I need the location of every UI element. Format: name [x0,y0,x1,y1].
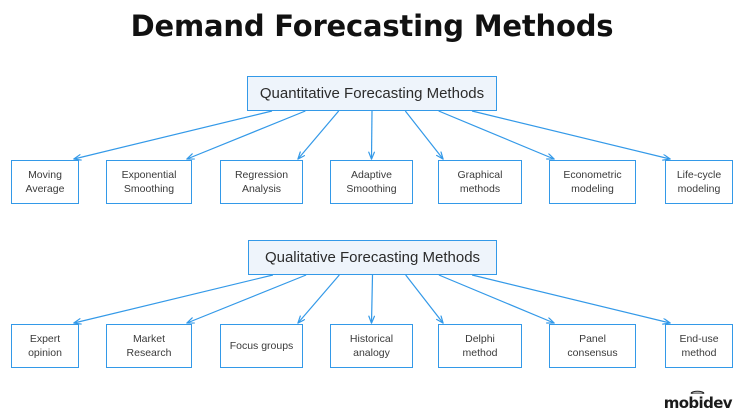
node-quantitative-life-cycle-modeling[interactable]: Life-cycle modeling [665,160,733,204]
edge-layer [74,110,670,323]
node-label: Adaptive Smoothing [346,169,397,195]
edge-qualitative-expert-opinion [74,274,274,323]
edge-quantitative-adaptive-smoothing [372,110,373,159]
edge-quantitative-graphical-methods [404,110,443,159]
node-quantitative-econometric-modeling[interactable]: Econometric modeling [549,160,636,204]
edge-quantitative-regression-analysis [298,110,340,159]
node-qualitative-market-research[interactable]: Market Research [106,324,192,368]
logo-wordmark: mobidev [663,394,733,412]
node-qualitative-end-use-method[interactable]: End-use method [665,324,733,368]
node-label: Moving Average [25,169,65,195]
edge-quantitative-moving-average [74,110,273,159]
brand-logo: mobidev [663,390,733,412]
node-label: Focus groups [229,340,294,352]
node-label: Market Research [126,333,172,359]
node-quantitative-moving-average[interactable]: Moving Average [11,160,79,204]
node-label: Econometric modeling [563,169,622,195]
edge-qualitative-historical-analogy [372,274,373,323]
edge-quantitative-life-cycle-modeling [471,110,670,159]
node-qualitative-focus-groups[interactable]: Focus groups [220,324,303,368]
edge-qualitative-focus-groups [298,274,340,323]
node-label: Exponential Smoothing [121,169,177,195]
page-title: Demand Forecasting Methods [130,9,614,43]
node-label: Life-cycle modeling [676,169,722,195]
node-qualitative-historical-analogy[interactable]: Historical analogy [330,324,413,368]
edge-qualitative-market-research [187,274,307,323]
node-label: Panel consensus [567,333,618,359]
node-quantitative-regression-analysis[interactable]: Regression Analysis [220,160,303,204]
edge-quantitative-econometric-modeling [438,110,554,159]
node-label: Qualitative Forecasting Methods [264,248,481,266]
node-label: End-use method [679,333,719,359]
node-qualitative-root[interactable]: Qualitative Forecasting Methods [248,240,497,275]
node-quantitative-exponential-smoothing[interactable]: Exponential Smoothing [106,160,192,204]
node-qualitative-panel-consensus[interactable]: Panel consensus [549,324,636,368]
node-quantitative-adaptive-smoothing[interactable]: Adaptive Smoothing [330,160,413,204]
node-label: Quantitative Forecasting Methods [259,84,485,102]
node-qualitative-expert-opinion[interactable]: Expert opinion [11,324,79,368]
edge-qualitative-delphi-method [405,274,443,323]
ellipse-swoosh-icon [690,390,706,396]
edge-qualitative-panel-consensus [438,274,554,323]
node-quantitative-graphical-methods[interactable]: Graphical methods [438,160,522,204]
node-qualitative-delphi-method[interactable]: Delphi method [438,324,522,368]
node-label: Expert opinion [28,333,62,359]
edge-quantitative-exponential-smoothing [187,110,306,159]
node-quantitative-root[interactable]: Quantitative Forecasting Methods [247,76,497,111]
node-label: Regression Analysis [234,169,289,195]
node-label: Historical analogy [349,333,394,359]
node-label: Delphi method [462,333,498,359]
edge-qualitative-end-use-method [471,274,670,323]
node-label: Graphical methods [457,169,503,195]
